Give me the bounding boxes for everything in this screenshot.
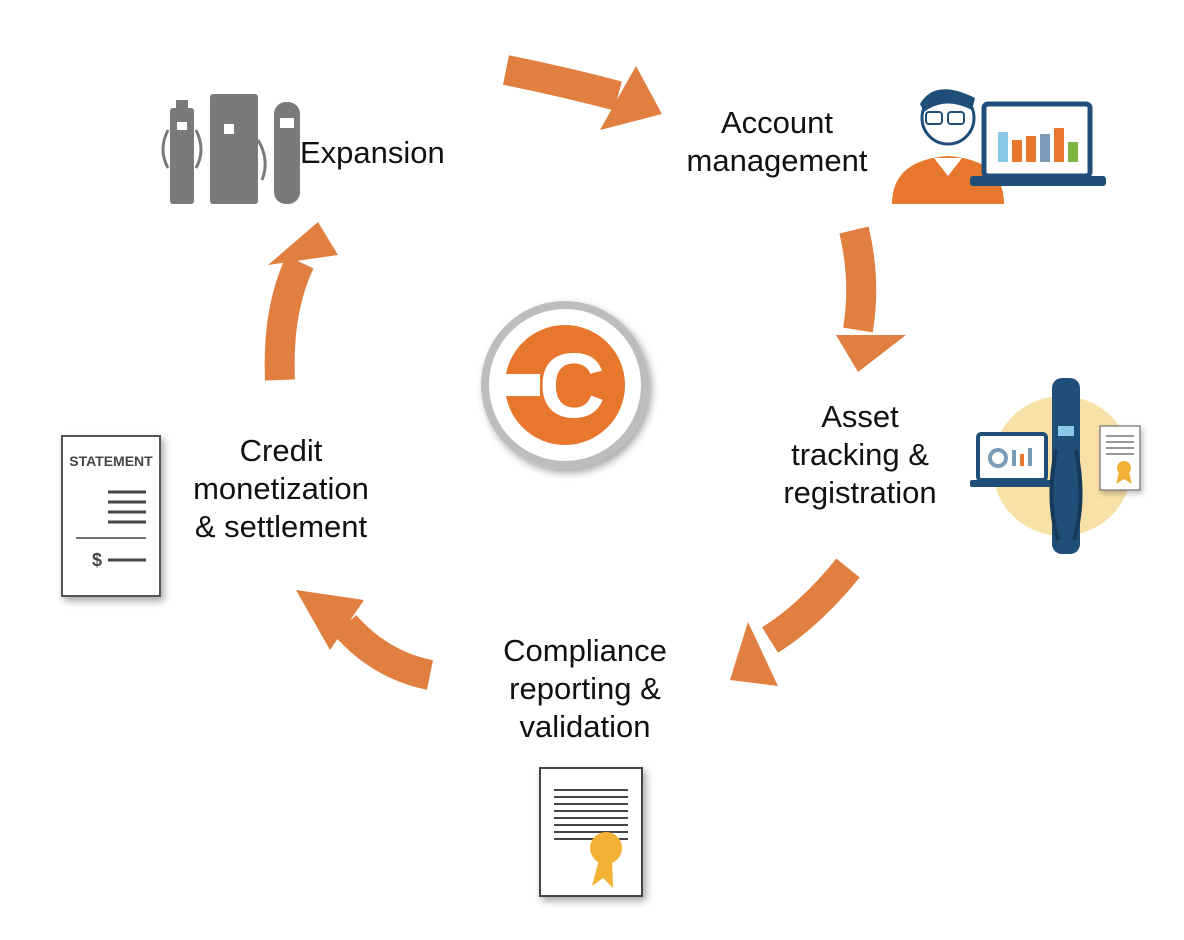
- step-label-expansion: Expansion: [300, 134, 460, 172]
- step-label-credit: Credit monetization & settlement: [176, 432, 386, 546]
- statement-dollar: $: [92, 550, 102, 570]
- step-label-line: Asset: [821, 399, 899, 434]
- arrow-credit-to-expansion: [264, 222, 338, 381]
- arrow-asset-to-compliance: [730, 558, 860, 686]
- charger-asset-icon: [970, 378, 1141, 554]
- step-label-line: tracking &: [791, 437, 929, 472]
- statement-title: STATEMENT: [69, 453, 153, 469]
- logo-letter: C: [539, 335, 605, 437]
- step-label-line: Account: [720, 105, 833, 140]
- center-logo: C: [481, 301, 649, 469]
- step-label-line: registration: [783, 475, 937, 510]
- step-label-compliance: Compliance reporting & validation: [480, 632, 690, 746]
- arrow-expansion-to-account: [503, 55, 662, 130]
- step-label-line: reporting &: [509, 671, 661, 706]
- step-label-line: Expansion: [300, 135, 445, 170]
- ev-chargers-icon: [161, 94, 300, 204]
- step-label-line: & settlement: [194, 509, 368, 544]
- step-label-asset-tracking: Asset tracking & registration: [770, 398, 950, 512]
- statement-icon: STATEMENT $: [61, 435, 161, 597]
- step-label-account-management: Account management: [672, 104, 882, 180]
- step-label-line: monetization: [193, 471, 369, 506]
- arrow-compliance-to-credit: [296, 590, 434, 690]
- step-label-line: Compliance: [503, 633, 667, 668]
- arrow-account-to-asset: [836, 226, 906, 372]
- step-label-line: Credit: [239, 433, 323, 468]
- step-label-line: validation: [519, 709, 651, 744]
- certificate-icon: [539, 767, 643, 897]
- analyst-laptop-icon: [892, 89, 1106, 204]
- step-label-line: management: [686, 143, 868, 178]
